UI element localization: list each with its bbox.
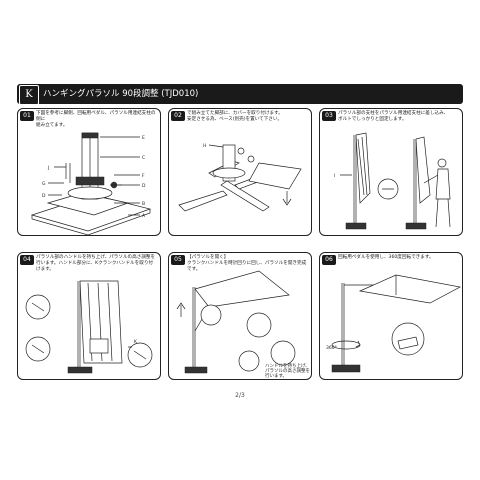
step-04-panel: 04 パラソル部のハンドルを持ち上げ、パラソルの高さ調整を 行います。ハンドル部… [17,252,161,380]
step-number: 03 [322,111,336,121]
note-text: ハンドルを持ち上げ、 [265,362,310,369]
step-instruction: 下図を参考に脚側、回転用ペダル、パラソル用連結支柱の側に 組み立てます。 [36,111,156,128]
part-label: H [203,143,206,149]
step-number: 02 [171,111,185,121]
page-number: 2/3 [235,392,245,399]
step-03-illustration: I [334,132,451,230]
step-01-panel: 01 下図を参考に脚側、回転用ペダル、パラソル用連結支柱の側に 組み立てます。 … [17,108,161,236]
step-instruction: で組み立てた脚部に、カバーを取り付けます。 安定させる為、ベース(別売)を置いて… [187,111,283,122]
step-05-panel: 05 【パラソルを開く】 クランクハンドルを時計回りに回し、パラソルを開き完成で… [168,252,312,380]
note-text: 行います。 [265,372,287,379]
part-label: D [142,183,146,189]
step-instruction: パラソル部のハンドルを持ち上げ、パラソルの高さ調整を 行います。ハンドル部分に、… [36,255,156,272]
step-06-illustration: 360° [326,274,462,373]
step-03-panel: 03 パラソル部の支柱をパラソル用連結支柱に差し込み、 ボルトでしっかりと固定し… [319,108,463,236]
step-02-panel: 02 で組み立てた脚部に、カバーを取り付けます。 安定させる為、ベース(別売)を… [168,108,312,236]
header-bar: K ハンギングパラソル 90段調整 (TJD010) [17,84,463,105]
part-label: F [142,173,145,179]
step-number: 01 [20,111,34,121]
step-number: 05 [171,255,185,265]
step-number: 06 [322,255,336,265]
step-01-illustration: E C F D B A J G D [30,132,152,235]
step-instruction: パラソル部の支柱をパラソル用連結支柱に差し込み、 ボルトでしっかりと固定します。 [338,111,449,122]
part-label: D [42,193,46,199]
part-label: K [134,339,138,345]
rotation-label: 360° [326,345,337,351]
part-label: B [142,201,145,207]
page-title: ハンギングパラソル 90段調整 (TJD010) [43,89,199,99]
step-02-illustration: H [178,143,302,212]
step-number: 04 [20,255,34,265]
logo-text: K [25,89,33,100]
part-label: A [142,213,146,219]
part-label: C [142,155,145,161]
step-instruction: 【パラソルを開く】 クランクハンドルを時計回りに回し、パラソルを開き完成です。 [187,255,307,272]
step-04-illustration: K [25,280,153,374]
step-06-panel: 06 回転用ペダルを使用し、360度回転できます。 360° [319,252,463,380]
part-label: E [142,135,145,141]
note-text: パラソルの高さ調整を [265,367,310,374]
step-instruction: 回転用ペダルを使用し、360度回転できます。 [338,255,434,260]
part-label: J [47,165,49,171]
part-label: I [334,173,335,179]
part-label: G [42,181,46,187]
brand-logo: K [19,85,39,105]
step-05-illustration: ハンドルを持ち上げ、 パラソルの高さ調整を 行います。 [176,270,310,379]
